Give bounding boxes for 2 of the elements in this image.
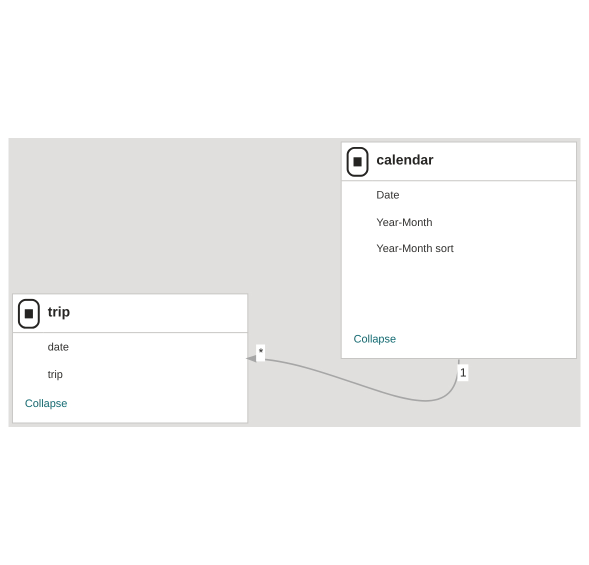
node-label: 1 <box>460 365 467 380</box>
node-label: * <box>258 346 264 360</box>
